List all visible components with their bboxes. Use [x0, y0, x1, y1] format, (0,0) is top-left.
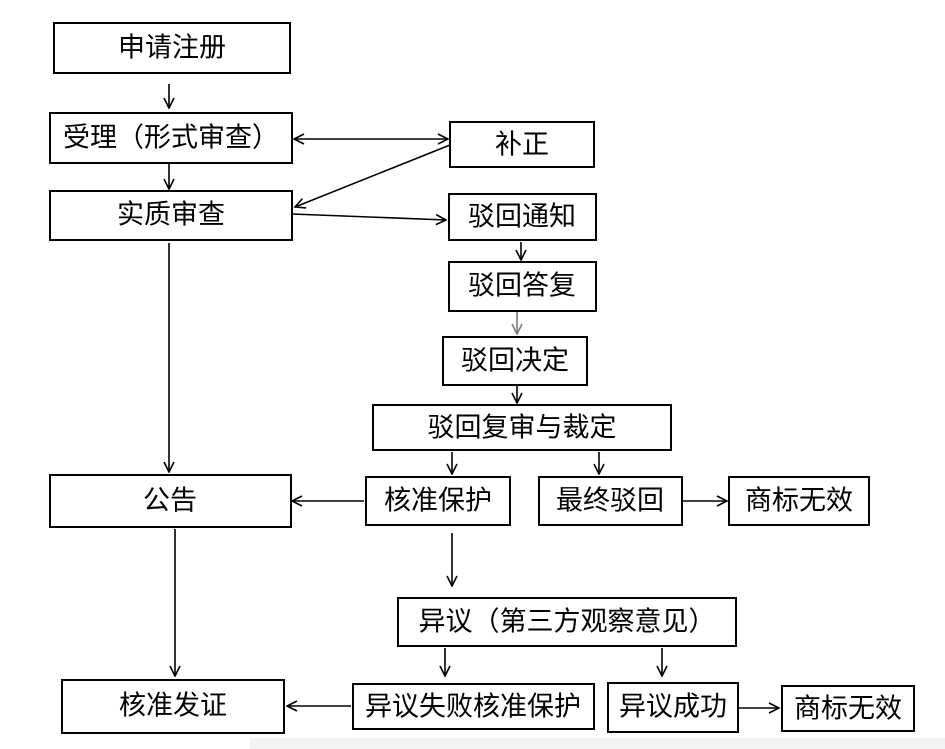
node-label: 异议（第三方观察意见）: [419, 607, 716, 638]
bottom-shade: [250, 738, 945, 749]
node-label: 商标无效: [794, 694, 902, 725]
node-registration-certificate: 核准发证: [61, 679, 285, 734]
node-correction: 补正: [449, 121, 595, 168]
node-label: 驳回答复: [468, 271, 576, 302]
node-label: 异议成功: [619, 692, 727, 723]
node-announcement: 公告: [49, 474, 292, 528]
node-label: 最终驳回: [556, 486, 664, 517]
node-trademark-invalid-2: 商标无效: [781, 685, 915, 732]
node-apply-registration: 申请注册: [53, 22, 291, 74]
edge-correct-to-substantive: [295, 144, 451, 207]
node-label: 受理（形式审查）: [63, 123, 279, 154]
node-label: 核准保护: [384, 486, 492, 517]
node-substantive-review: 实质审查: [49, 190, 293, 241]
node-approve-protection: 核准保护: [365, 476, 511, 526]
node-acceptance-formal-review: 受理（形式审查）: [49, 112, 293, 164]
edge-substantive-to-reject-notice: [291, 213, 446, 220]
node-rejection-review-ruling: 驳回复审与裁定: [372, 404, 672, 451]
node-trademark-invalid-1: 商标无效: [728, 476, 870, 526]
node-label: 实质审查: [117, 200, 225, 231]
node-opposition-succeeded: 异议成功: [607, 682, 739, 733]
node-label: 驳回通知: [468, 202, 576, 233]
node-rejection-reply: 驳回答复: [448, 261, 597, 312]
node-rejection-decision: 驳回决定: [442, 336, 588, 386]
node-rejection-notice: 驳回通知: [448, 193, 597, 241]
node-label: 补正: [495, 130, 549, 161]
node-label: 商标无效: [745, 486, 853, 517]
node-label: 核准发证: [119, 691, 227, 722]
node-opposition-third-party: 异议（第三方观察意见）: [397, 597, 737, 647]
node-label: 申请注册: [118, 33, 226, 64]
node-label: 异议失败核准保护: [365, 692, 581, 723]
node-label: 驳回复审与裁定: [428, 413, 617, 444]
node-opposition-failed-protected: 异议失败核准保护: [352, 683, 595, 730]
node-label: 公告: [143, 486, 197, 517]
node-final-rejection: 最终驳回: [538, 476, 683, 526]
node-label: 驳回决定: [461, 346, 569, 377]
